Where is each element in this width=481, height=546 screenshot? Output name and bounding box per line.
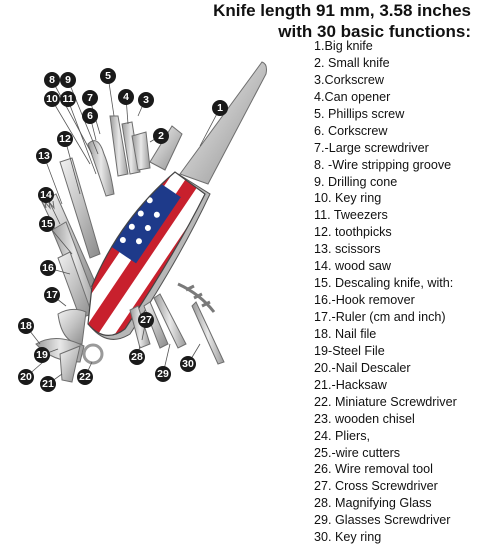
callout-19: 19 — [34, 347, 50, 363]
svg-text:7: 7 — [87, 92, 93, 104]
nail-file — [57, 308, 87, 345]
function-item: 9. Drilling cone — [314, 174, 398, 189]
callout-6: 6 — [82, 108, 98, 124]
function-item: 18. Nail file — [314, 326, 377, 341]
svg-text:28: 28 — [131, 351, 143, 363]
callout-4: 4 — [118, 89, 134, 105]
callout-20: 20 — [18, 369, 34, 385]
corkscrew-top — [87, 140, 115, 197]
callout-27: 27 — [138, 312, 154, 328]
svg-text:29: 29 — [157, 368, 169, 380]
callout-13: 13 — [36, 148, 52, 164]
function-item: 8. -Wire stripping groove — [314, 157, 452, 172]
function-item: 25.-wire cutters — [314, 445, 401, 460]
callout-10: 10 — [44, 91, 60, 107]
svg-text:1: 1 — [217, 102, 223, 114]
function-item: 20.-Nail Descaler — [314, 360, 411, 375]
magnifier-tool — [129, 305, 151, 349]
callout-16: 16 — [40, 260, 56, 276]
svg-text:30: 30 — [182, 358, 194, 370]
callout-11: 11 — [60, 91, 76, 107]
svg-text:18: 18 — [20, 320, 32, 332]
svg-text:16: 16 — [42, 262, 54, 274]
svg-text:27: 27 — [140, 314, 152, 326]
function-item: 16.-Hook remover — [314, 293, 415, 308]
callout-18: 18 — [18, 318, 34, 334]
svg-text:10: 10 — [46, 93, 58, 105]
svg-text:3: 3 — [143, 94, 149, 106]
awl-tool — [131, 131, 151, 171]
svg-text:20: 20 — [20, 371, 32, 383]
screwdriver-bottom — [153, 293, 187, 349]
svg-text:9: 9 — [65, 74, 71, 86]
key-ring — [82, 343, 104, 365]
svg-text:5: 5 — [105, 70, 111, 82]
svg-text:13: 13 — [38, 150, 50, 162]
screwdriver-tool — [109, 115, 129, 177]
function-item: 7.-Large screwdriver — [314, 140, 429, 155]
callout-21: 21 — [40, 376, 56, 392]
svg-text:17: 17 — [46, 289, 58, 301]
svg-text:8: 8 — [49, 74, 55, 86]
callout-8: 8 — [44, 72, 60, 88]
function-item: 13. scissors — [314, 242, 381, 257]
callout-3: 3 — [138, 92, 154, 108]
svg-text:2: 2 — [158, 130, 164, 142]
function-item: 6. Corkscrew — [314, 123, 388, 138]
callout-5: 5 — [100, 68, 116, 84]
scissors-tool — [59, 157, 101, 259]
function-item: 1.Big knife — [314, 39, 373, 53]
function-item: 2. Small knife — [314, 55, 390, 70]
function-item: 22. Miniature Screwdriver — [314, 394, 457, 409]
function-item: 3.Corkscrew — [314, 72, 384, 87]
function-list: 1.Big knife 2. Small knife 3.Corkscrew 4… — [314, 38, 457, 546]
function-item: 27. Cross Screwdriver — [314, 479, 438, 494]
callout-2: 2 — [153, 128, 169, 144]
function-item: 10. Key ring — [314, 191, 382, 206]
title-line-2: with 30 basic functions: — [278, 22, 471, 41]
function-item: 24. Pliers, — [314, 428, 370, 443]
svg-text:22: 22 — [79, 371, 91, 383]
function-item: 30. Key ring — [314, 530, 382, 545]
awl-bottom — [191, 301, 225, 365]
callout-12: 12 — [57, 131, 73, 147]
svg-text:19: 19 — [36, 349, 48, 361]
function-item: 21.-Hacksaw — [314, 377, 387, 392]
svg-text:4: 4 — [123, 91, 129, 103]
function-item: 29. Glasses Screwdriver — [314, 513, 451, 528]
function-item: 26. Wire removal tool — [314, 462, 433, 477]
function-item: 4.Can opener — [314, 89, 391, 104]
svg-text:14: 14 — [40, 189, 52, 201]
callout-28: 28 — [129, 349, 145, 365]
function-item: 28. Magnifying Glass — [314, 496, 432, 511]
svg-text:21: 21 — [42, 378, 54, 390]
callout-30: 30 — [180, 356, 196, 372]
callout-1: 1 — [212, 100, 228, 116]
function-item: 15. Descaling knife, with: — [314, 276, 454, 291]
corkscrew-bottom — [177, 282, 216, 313]
callout-22: 22 — [77, 369, 93, 385]
function-item: 23. wooden chisel — [314, 411, 415, 426]
function-item: 19-Steel File — [314, 343, 385, 358]
callout-14: 14 — [38, 187, 54, 203]
callout-9: 9 — [60, 72, 76, 88]
function-item: 5. Phillips screw — [314, 106, 405, 121]
function-item: 12. toothpicks — [314, 225, 392, 240]
svg-text:11: 11 — [62, 93, 73, 105]
can-opener-tool — [121, 121, 141, 175]
pliers — [59, 345, 81, 383]
big-blade — [179, 61, 267, 185]
callout-15: 15 — [39, 216, 55, 232]
svg-text:12: 12 — [59, 133, 71, 145]
function-item: 17.-Ruler (cm and inch) — [314, 310, 446, 324]
callout-17: 17 — [44, 287, 60, 303]
function-item: 11. Tweezers — [314, 208, 388, 223]
title-line-1: Knife length 91 mm, 3.58 inches — [213, 1, 471, 20]
knife-illustration: 1 2 3 4 5 6 7 8 9 10 11 12 13 14 15 16 1… — [18, 61, 267, 392]
svg-text:15: 15 — [41, 218, 53, 230]
callout-7: 7 — [82, 90, 98, 106]
function-item: 14. wood saw — [314, 259, 392, 274]
svg-text:6: 6 — [87, 110, 93, 122]
callout-29: 29 — [155, 366, 171, 382]
